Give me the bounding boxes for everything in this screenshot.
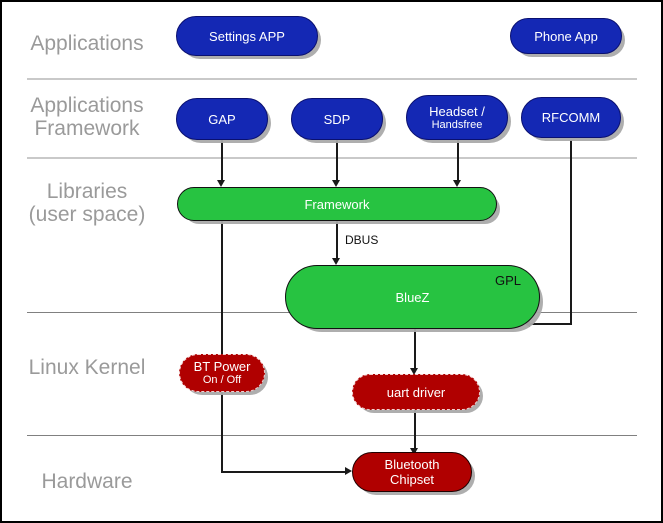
- node-rfcomm-label: RFCOMM: [541, 110, 601, 125]
- edge-headset-to-framework-arrow: [453, 180, 461, 187]
- node-bluez-label: BlueZ: [395, 289, 430, 305]
- node-framework[interactable]: Framework: [177, 187, 497, 221]
- edge-rfcomm-vertical: [570, 140, 572, 324]
- edge-sdp-to-framework-line: [336, 140, 338, 182]
- layer-label-libraries: Libraries (user space): [28, 180, 146, 226]
- node-uart-driver-label: uart driver: [386, 384, 446, 400]
- node-phone-app-label: Phone App: [534, 28, 598, 44]
- node-gap-label: GAP: [208, 111, 236, 127]
- node-bt-power-sublabel: On / Off: [202, 374, 242, 386]
- node-sdp[interactable]: SDP: [291, 98, 383, 140]
- edge-bluez-to-uart-arrow: [410, 368, 418, 375]
- edge-framework-to-bluez-line: [336, 220, 338, 260]
- edge-headset-to-framework-line: [457, 140, 459, 182]
- node-rfcomm[interactable]: RFCOMM: [521, 97, 621, 138]
- node-headset-handsfree-sublabel: Handsfree: [431, 118, 483, 131]
- node-headset-handsfree-label: Headset /: [429, 103, 485, 119]
- edge-uart-to-chipset-line: [414, 410, 416, 452]
- edge-framework-to-chipset-vertical: [221, 220, 223, 473]
- edge-framework-to-bluez-arrow: [332, 258, 340, 265]
- node-phone-app[interactable]: Phone App: [510, 18, 622, 54]
- node-bluez-badge-gpl: GPL: [494, 273, 521, 288]
- layer-label-hardware: Hardware: [41, 470, 133, 493]
- node-headset-handsfree[interactable]: Headset / Handsfree: [406, 95, 508, 140]
- edge-framework-to-chipset-arrow: [345, 467, 352, 475]
- edge-rfcomm-horizontal: [530, 323, 572, 325]
- separator-linux-kernel: [27, 435, 637, 436]
- edge-sdp-to-framework-arrow: [332, 180, 340, 187]
- edge-gap-to-framework-line: [221, 140, 223, 182]
- separator-applications-framework: [27, 157, 637, 159]
- node-settings-app[interactable]: Settings APP: [176, 16, 318, 56]
- node-bluez[interactable]: GPL BlueZ: [285, 265, 540, 329]
- layer-label-applications-framework: Applications Framework: [30, 94, 144, 140]
- edge-framework-to-chipset-horizontal: [221, 471, 346, 473]
- node-bt-power[interactable]: BT Power On / Off: [179, 354, 265, 392]
- node-bluetooth-chipset[interactable]: Bluetooth Chipset: [352, 452, 472, 492]
- node-bluetooth-chipset-sublabel: Chipset: [389, 472, 435, 487]
- edge-label-dbus: DBUS: [343, 233, 381, 247]
- node-uart-driver[interactable]: uart driver: [352, 374, 480, 410]
- node-gap[interactable]: GAP: [176, 98, 268, 140]
- node-bluetooth-chipset-label: Bluetooth: [384, 457, 440, 472]
- separator-applications: [27, 78, 637, 80]
- node-bt-power-label: BT Power: [193, 359, 251, 374]
- edge-bluez-to-uart-line: [414, 329, 416, 371]
- layer-label-applications: Applications: [30, 32, 144, 55]
- layer-label-linux-kernel: Linux Kernel: [28, 356, 146, 379]
- node-sdp-label: SDP: [323, 111, 351, 127]
- node-settings-app-label: Settings APP: [209, 28, 285, 44]
- edge-gap-to-framework-arrow: [217, 180, 225, 187]
- node-framework-label: Framework: [304, 196, 370, 212]
